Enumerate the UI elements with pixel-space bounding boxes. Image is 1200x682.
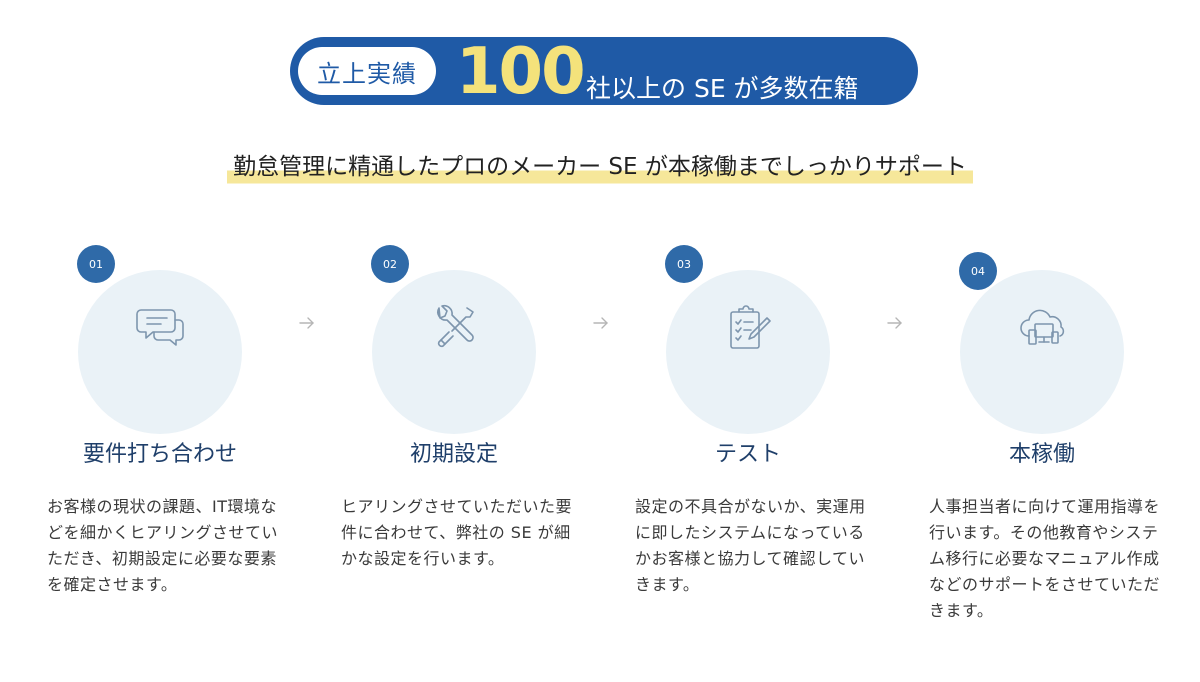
arrow-right-icon [593, 317, 608, 329]
cloud-devices-icon [1020, 309, 1065, 345]
subtitle: 勤怠管理に精通したプロのメーカー SE が本稼働までしっかりサポート [0, 147, 1200, 185]
step-description: ヒアリングさせていただいた要件に合わせて、弊社の SE が細かな設定を行います。 [341, 497, 573, 568]
step-circle [372, 270, 536, 434]
step-description: お客様の現状の課題、IT環境などを細かくヒアリングさせていただき、初期設定に必要… [47, 497, 279, 594]
step-number-badge: 03 [665, 245, 703, 283]
arrow-right-icon [299, 317, 314, 329]
step-title: 本稼働 [1008, 442, 1075, 467]
step-circle [78, 270, 242, 434]
clipboard-icon [730, 305, 771, 349]
step-number-badge: 01 [77, 245, 115, 283]
step-description: 人事担当者に向けて運用指導を行います。その他教育やシステム移行に必要なマニュアル… [929, 497, 1161, 620]
arrow-right-icon [887, 317, 902, 329]
step-description: 設定の不具合がないか、実運用に即したシステムになっているかお客様と協力して確認し… [635, 497, 866, 594]
step-circle [666, 270, 830, 434]
step-title: 要件打ち合わせ [82, 442, 237, 467]
achievement-banner: 立上実績 100 社以上の SE が多数在籍 [290, 35, 918, 109]
step-number-badge: 02 [371, 245, 409, 283]
subtitle-text: 勤怠管理に精通したプロのメーカー SE が本稼働までしっかりサポート [227, 147, 973, 185]
step-number-badge: 04 [959, 252, 997, 290]
tools-icon [437, 304, 474, 348]
step-title: テスト [714, 442, 781, 467]
banner-number: 100 [456, 35, 586, 109]
banner-text: 社以上の SE が多数在籍 [586, 74, 859, 103]
banner-pill-label: 立上実績 [298, 47, 436, 95]
chat-bubbles-icon [136, 309, 184, 346]
step-circle [960, 270, 1124, 434]
step-title: 初期設定 [409, 442, 498, 467]
